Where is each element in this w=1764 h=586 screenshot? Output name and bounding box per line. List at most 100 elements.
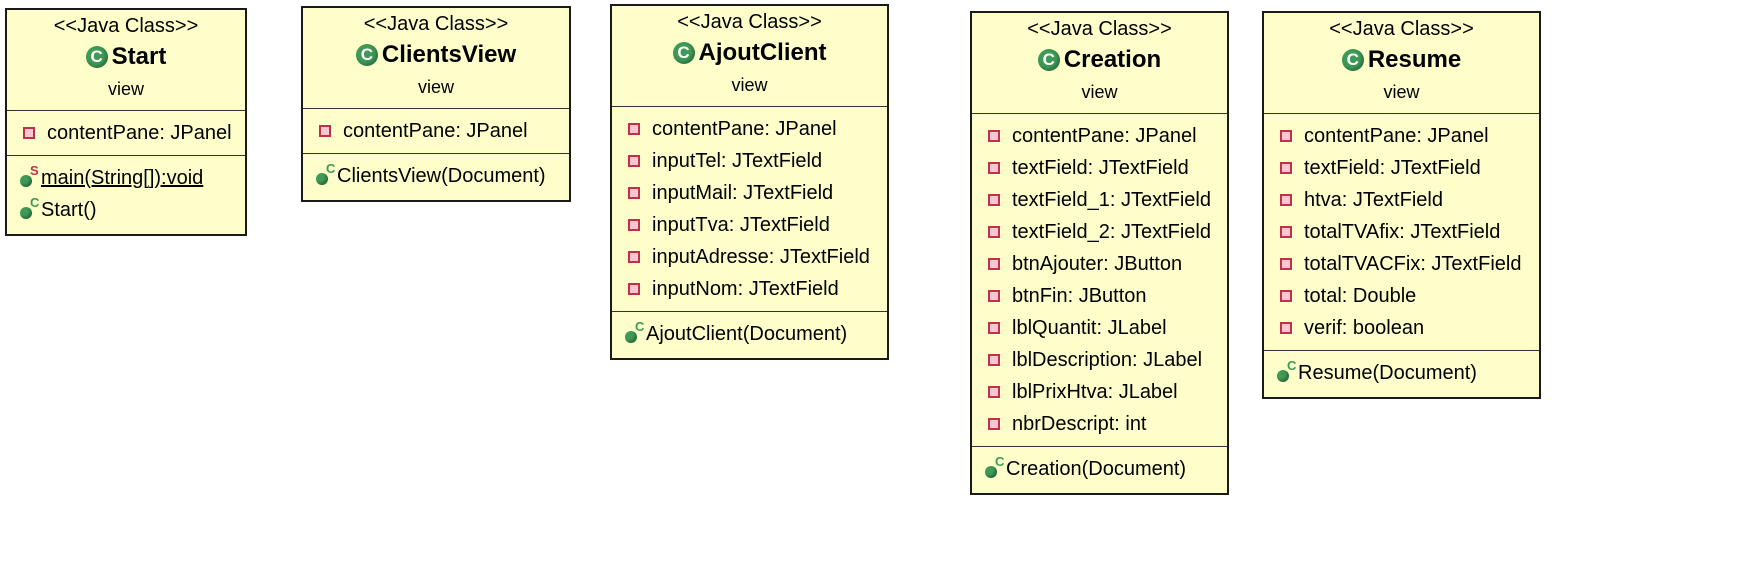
attribute-row: lblQuantit: JLabel — [972, 312, 1227, 344]
class-box-start[interactable]: <<Java Class>> C Start view contentPane:… — [5, 8, 247, 236]
class-icon: C — [355, 44, 378, 66]
private-field-icon — [988, 258, 1000, 270]
attribute-compartment: contentPane: JPanel textField: JTextFiel… — [1264, 114, 1539, 351]
private-field-icon — [988, 226, 1000, 238]
constructor-icon: C — [984, 455, 1006, 480]
private-field-icon — [1280, 290, 1292, 302]
attribute-row: totalTVACFix: JTextField — [1264, 248, 1539, 280]
package-label: view — [1383, 82, 1420, 102]
class-box-creation[interactable]: <<Java Class>> C Creation view contentPa… — [970, 11, 1229, 495]
private-field-icon — [988, 290, 1000, 302]
attribute-row: btnAjouter: JButton — [972, 248, 1227, 280]
class-icon: C — [1341, 49, 1364, 71]
private-field-icon — [628, 187, 640, 199]
attribute-row: totalTVAfix: JTextField — [1264, 216, 1539, 248]
class-header: <<Java Class>> C Creation view — [972, 13, 1227, 114]
package-label: view — [731, 75, 768, 95]
stereotype-label: <<Java Class>> — [1027, 18, 1172, 40]
attribute-row: lblPrixHtva: JLabel — [972, 376, 1227, 408]
private-field-icon — [1280, 258, 1292, 270]
static-method-icon: S — [19, 164, 41, 189]
private-field-icon — [23, 127, 35, 139]
class-name: C Start — [7, 40, 245, 74]
attribute-row: contentPane: JPanel — [972, 120, 1227, 152]
constructor-icon: C — [19, 196, 41, 221]
class-name-text: Creation — [1063, 46, 1162, 73]
private-field-icon — [988, 162, 1000, 174]
attribute-row: inputAdresse: JTextField — [612, 241, 887, 273]
constructor-icon: C — [1276, 359, 1298, 384]
attribute-row: contentPane: JPanel — [7, 117, 245, 149]
package-label: view — [107, 79, 144, 99]
package-label: view — [417, 77, 454, 97]
private-field-icon — [628, 283, 640, 295]
private-field-icon — [1280, 130, 1292, 142]
attribute-compartment: contentPane: JPanel textField: JTextFiel… — [972, 114, 1227, 447]
attribute-row: contentPane: JPanel — [612, 113, 887, 145]
stereotype-label: <<Java Class>> — [677, 11, 822, 33]
attribute-compartment: contentPane: JPanel inputTel: JTextField… — [612, 107, 887, 312]
private-field-icon — [1280, 194, 1292, 206]
class-name: C ClientsView — [303, 38, 569, 72]
attribute-row: lblDescription: JLabel — [972, 344, 1227, 376]
attribute-row: htva: JTextField — [1264, 184, 1539, 216]
stereotype-label: <<Java Class>> — [53, 15, 199, 37]
class-name-text: Resume — [1367, 46, 1462, 73]
private-field-icon — [988, 322, 1000, 334]
class-header: <<Java Class>> C AjoutClient view — [612, 6, 887, 107]
attribute-row: inputTva: JTextField — [612, 209, 887, 241]
attribute-row: textField: JTextField — [972, 152, 1227, 184]
class-icon: C — [672, 42, 695, 64]
class-name-text: Start — [111, 43, 167, 70]
constructor-icon: C — [315, 162, 337, 187]
class-name: C Resume — [1264, 43, 1539, 77]
class-header: <<Java Class>> C Start view — [7, 10, 245, 111]
class-icon: C — [85, 46, 108, 68]
class-box-ajoutclient[interactable]: <<Java Class>> C AjoutClient view conten… — [610, 4, 889, 360]
attribute-row: textField_1: JTextField — [972, 184, 1227, 216]
attribute-row: contentPane: JPanel — [1264, 120, 1539, 152]
class-box-resume[interactable]: <<Java Class>> C Resume view contentPane… — [1262, 11, 1541, 399]
private-field-icon — [988, 354, 1000, 366]
attribute-row: textField_2: JTextField — [972, 216, 1227, 248]
private-field-icon — [1280, 322, 1292, 334]
class-name-text: AjoutClient — [698, 39, 827, 66]
stereotype-label: <<Java Class>> — [363, 13, 509, 35]
private-field-icon — [1280, 226, 1292, 238]
stereotype-label: <<Java Class>> — [1329, 18, 1474, 40]
private-field-icon — [319, 125, 331, 137]
private-field-icon — [988, 386, 1000, 398]
class-name-text: ClientsView — [381, 41, 517, 68]
attribute-compartment: contentPane: JPanel — [7, 111, 245, 156]
private-field-icon — [628, 123, 640, 135]
class-icon: C — [1037, 49, 1060, 71]
class-name: C AjoutClient — [612, 36, 887, 70]
attribute-row: textField: JTextField — [1264, 152, 1539, 184]
attribute-row: verif: boolean — [1264, 312, 1539, 344]
private-field-icon — [988, 418, 1000, 430]
private-field-icon — [988, 194, 1000, 206]
private-field-icon — [628, 219, 640, 231]
class-box-clientsview[interactable]: <<Java Class>> C ClientsView view conten… — [301, 6, 571, 202]
class-name: C Creation — [972, 43, 1227, 77]
class-header: <<Java Class>> C Resume view — [1264, 13, 1539, 114]
attribute-row: contentPane: JPanel — [303, 115, 569, 147]
attribute-row: total: Double — [1264, 280, 1539, 312]
attribute-row: inputTel: JTextField — [612, 145, 887, 177]
private-field-icon — [628, 251, 640, 263]
attribute-row: inputNom: JTextField — [612, 273, 887, 305]
private-field-icon — [988, 130, 1000, 142]
constructor-icon: C — [624, 320, 646, 345]
attribute-row: inputMail: JTextField — [612, 177, 887, 209]
private-field-icon — [1280, 162, 1292, 174]
